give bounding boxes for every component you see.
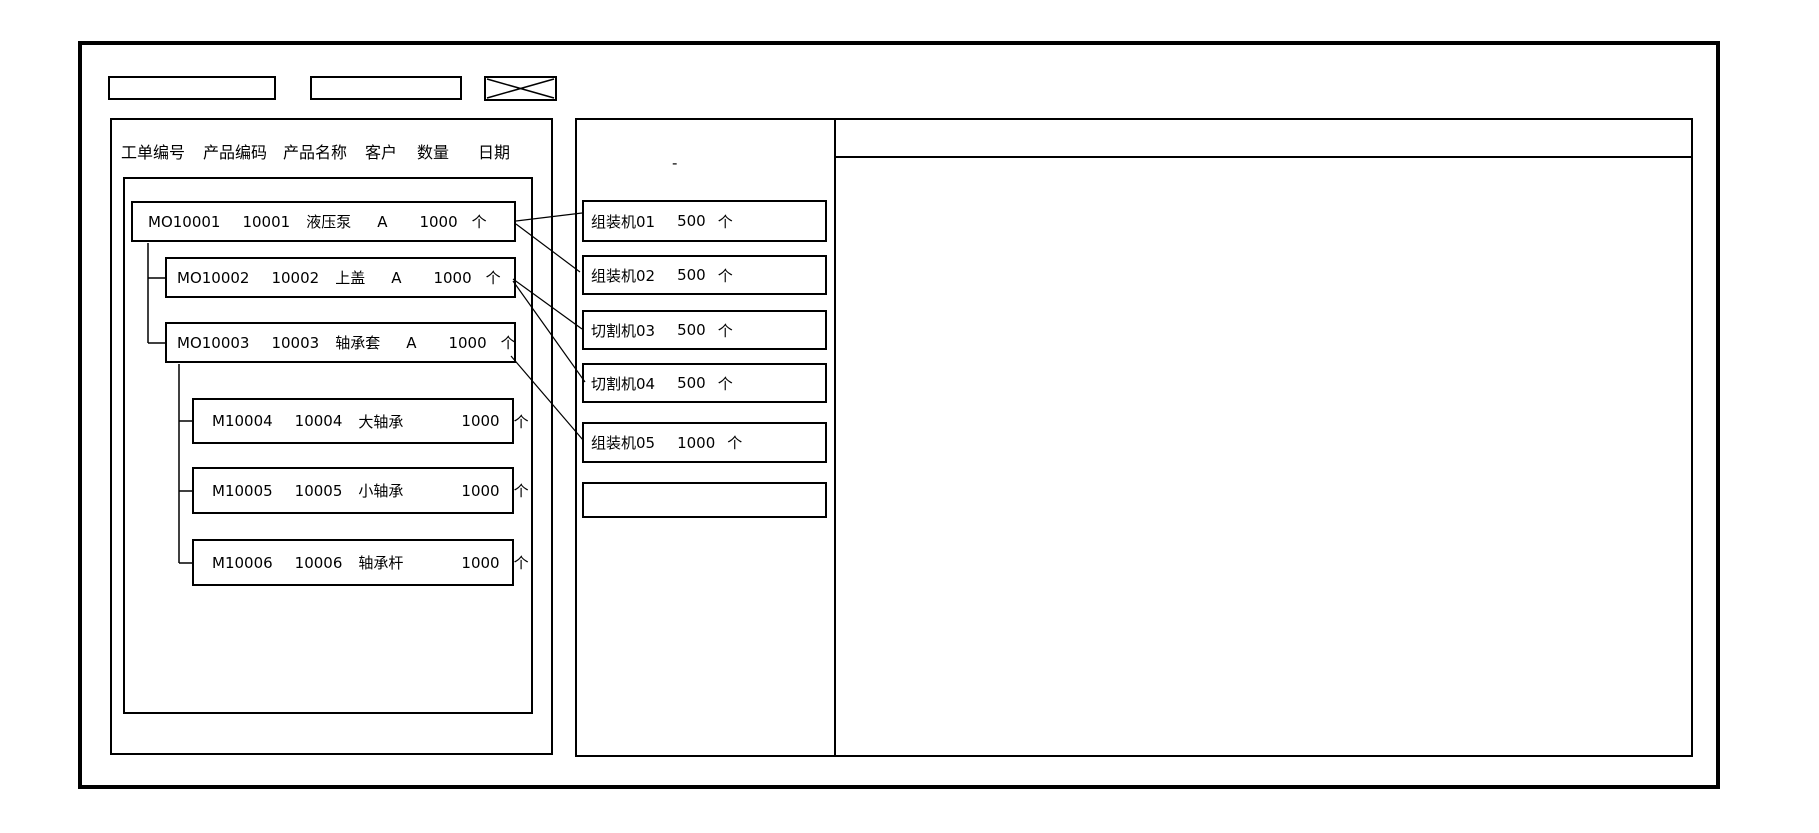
machine-node-3[interactable]: 切割机03 500 个	[582, 310, 827, 350]
product-name: 轴承套	[335, 334, 381, 352]
work-order-node-M10005[interactable]: M10005 10005 小轴承 1000 个	[192, 467, 529, 514]
order-no: M10006	[212, 553, 273, 572]
product-code: 10001	[242, 212, 291, 231]
unit: 个	[513, 412, 529, 431]
machine-qty: 500	[677, 321, 706, 339]
product-name: 小轴承	[358, 482, 404, 500]
work-order-node-M10004[interactable]: M10004 10004 大轴承 1000 个	[192, 398, 529, 444]
close-button[interactable]	[484, 76, 557, 101]
unit: 个	[485, 269, 501, 287]
machine-name: 组装机05	[591, 434, 656, 452]
product-code: 10003	[271, 333, 320, 352]
work-order-node-MO10001[interactable]: MO10001 10001 液压泵 A 1000 个	[131, 201, 516, 242]
customer: A	[391, 268, 402, 287]
product-name: 液压泵	[306, 213, 352, 231]
col-header-product-name: 产品名称	[283, 143, 348, 162]
machine-qty: 500	[677, 212, 706, 230]
machine-name: 组装机01	[591, 212, 656, 231]
quantity: 1000	[461, 481, 500, 500]
product-name: 轴承杆	[358, 554, 404, 572]
order-no: MO10002	[177, 268, 250, 287]
col-header-date: 日期	[478, 143, 511, 162]
unit: 个	[717, 266, 733, 285]
col-header-order-no: 工单编号	[121, 143, 186, 162]
product-code: 10004	[294, 412, 343, 430]
product-code: 10005	[294, 481, 343, 500]
customer: A	[377, 212, 388, 231]
quantity: 1000	[419, 212, 458, 231]
region-divider	[834, 119, 836, 756]
col-header-product-code: 产品编码	[203, 143, 268, 162]
machine-node-5[interactable]: 组装机05 1000 个	[582, 422, 827, 463]
unit: 个	[717, 321, 733, 340]
machine-node-1[interactable]: 组装机01 500 个	[582, 200, 827, 242]
quantity: 1000	[433, 268, 472, 287]
machine-name: 组装机02	[591, 266, 656, 285]
close-x-icon	[486, 78, 555, 99]
work-order-node-MO10002[interactable]: MO10002 10002 上盖 A 1000 个	[165, 257, 516, 298]
col-header-qty: 数量	[417, 143, 450, 162]
unit: 个	[500, 334, 516, 352]
detail-panel-header-line	[836, 156, 1691, 158]
product-code: 10002	[271, 268, 320, 287]
unit: 个	[471, 213, 487, 231]
product-name: 上盖	[335, 269, 366, 287]
work-order-node-M10006[interactable]: M10006 10006 轴承杆 1000 个	[192, 539, 529, 586]
product-code: 10006	[294, 553, 343, 572]
machine-qty: 1000	[677, 433, 716, 452]
machine-name: 切割机03	[591, 321, 656, 340]
machine-node-2[interactable]: 组装机02 500 个	[582, 255, 827, 295]
quantity: 1000	[448, 333, 487, 352]
toolbar-field-1[interactable]	[108, 76, 276, 100]
machine-qty: 500	[677, 266, 706, 284]
machine-node-4[interactable]: 切割机04 500 个	[582, 363, 827, 403]
customer: A	[406, 333, 417, 352]
quantity: 1000	[461, 412, 500, 430]
unit: 个	[727, 434, 743, 452]
col-header-customer: 客户	[365, 143, 398, 162]
quantity: 1000	[461, 553, 500, 572]
order-no: M10005	[212, 481, 273, 500]
product-name: 大轴承	[358, 412, 404, 431]
machine-qty: 500	[677, 374, 706, 392]
machine-name: 切割机04	[591, 374, 656, 393]
work-order-node-MO10003[interactable]: MO10003 10003 轴承套 A 1000 个	[165, 322, 516, 363]
close-x-line	[486, 78, 555, 99]
order-no: MO10003	[177, 333, 250, 352]
unit: 个	[717, 374, 733, 393]
order-no: MO10001	[148, 212, 221, 231]
unit: 个	[717, 212, 733, 231]
stray-mark: -	[672, 154, 678, 172]
toolbar-field-2[interactable]	[310, 76, 462, 100]
unit: 个	[513, 482, 529, 500]
order-no: M10004	[212, 412, 273, 430]
unit: 个	[513, 554, 529, 572]
machine-node-empty[interactable]	[582, 482, 827, 518]
